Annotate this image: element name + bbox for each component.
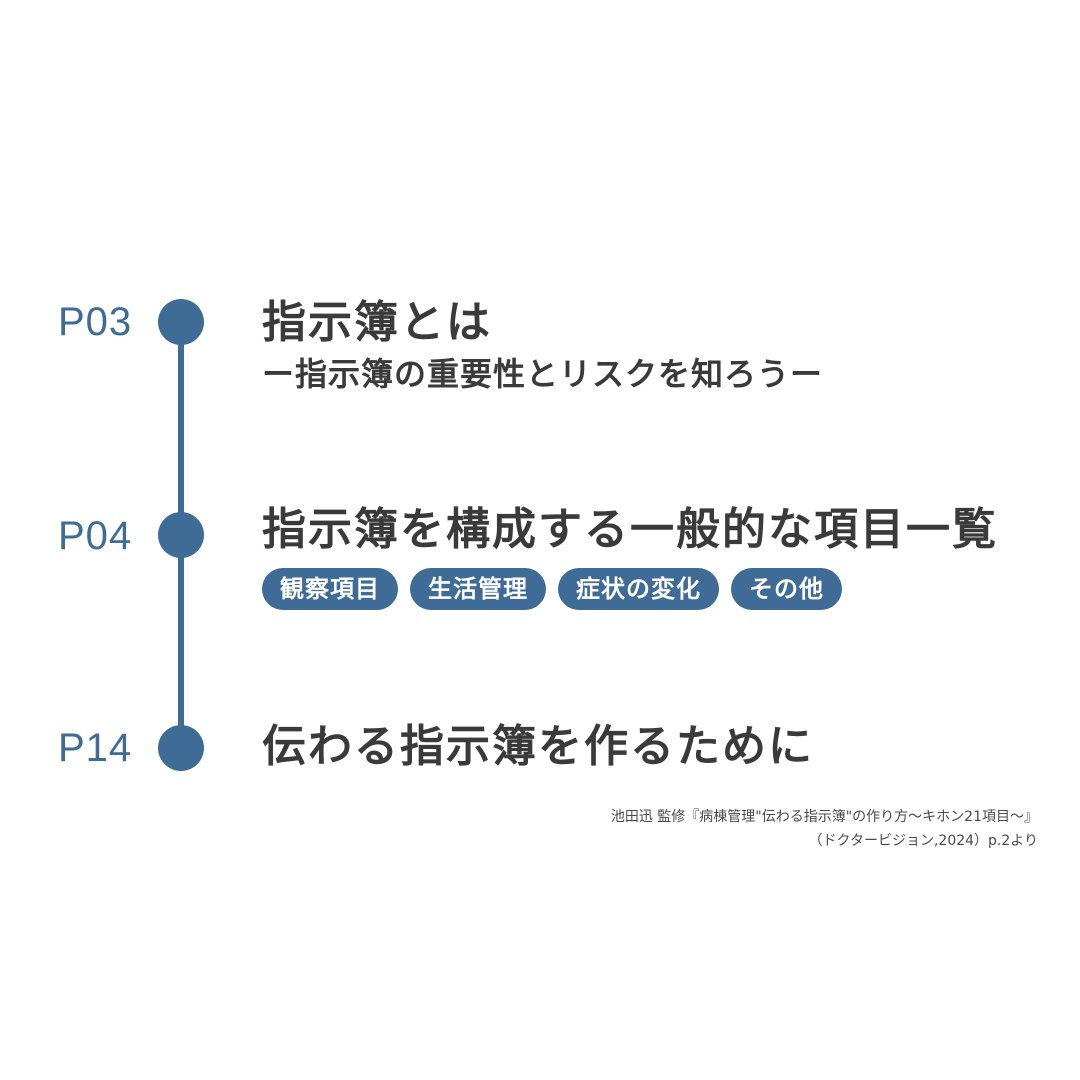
citation: 池田迅 監修『病棟管理"伝わる指示簿"の作り方〜キホン21項目〜』 （ドクタービ…: [611, 805, 1038, 853]
section-title: 伝わる指示簿を作るために: [262, 721, 814, 772]
page-number-p04: P04: [58, 514, 133, 558]
tag-symptom-change: 症状の変化: [558, 568, 719, 610]
timeline-dot: [158, 512, 204, 558]
page-number-p14: P14: [58, 726, 133, 770]
page-number-p03: P03: [58, 300, 133, 344]
citation-line-2: （ドクタービジョン,2024）p.2より: [808, 833, 1038, 849]
tag-life-management: 生活管理: [410, 568, 546, 610]
tag-list: 観察項目 生活管理 症状の変化 その他: [262, 568, 842, 610]
timeline-dot: [158, 725, 204, 771]
section-subtitle: ー指示簿の重要性とリスクを知ろうー: [262, 355, 824, 393]
tag-other: その他: [731, 568, 842, 610]
citation-line-1: 池田迅 監修『病棟管理"伝わる指示簿"の作り方〜キホン21項目〜』: [610, 809, 1038, 825]
section-title: 指示簿とは: [262, 297, 492, 348]
tag-observation: 観察項目: [262, 568, 398, 610]
timeline-dot: [158, 299, 204, 345]
section-title: 指示簿を構成する一般的な項目一覧: [262, 504, 998, 555]
